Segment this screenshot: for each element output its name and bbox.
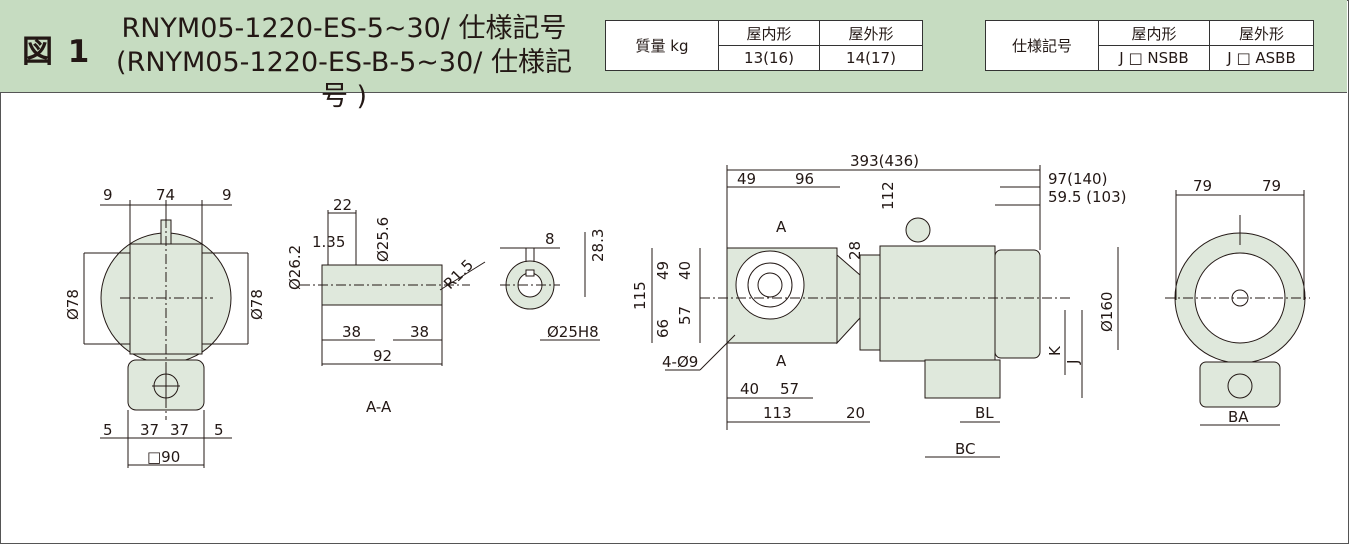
side-dim-20: 20 [846,404,865,422]
shaft-dim-38-right: 38 [410,323,429,341]
bore-dim-8: 8 [545,230,555,248]
mass-col-indoor: 屋内形 [718,20,820,46]
side-dim-97-140: 97(140) [1048,170,1107,188]
mass-val-outdoor: 14(17) [819,45,923,71]
side-dim-40: 40 [740,380,759,398]
spec-label: 仕様記号 [985,20,1099,71]
header-bar: 図 1 RNYM05-1220-ES-5~30/ 仕様記号 (RNYM05-12… [0,0,1347,112]
shaft-dim-22: 22 [333,196,352,214]
side-dim-bc: BC [955,440,976,458]
front-dim-5-right: 5 [214,421,224,439]
side-dim-393: 393(436) [850,152,919,170]
side-dim-115: 115 [631,281,649,310]
side-dim-j: J [1064,360,1082,365]
bore-dim-o25h8: Ø25H8 [547,323,599,341]
front-dim-9-left: 9 [103,186,113,204]
side-dim-112: 112 [879,181,897,210]
front-dim-o78-left: Ø78 [64,289,82,320]
title-line-2: (RNYM05-1220-ES-B-5~30/ 仕様記号 ) [116,47,572,112]
spec-code-table: 仕様記号 屋内形 屋外形 J □ NSBB J □ ASBB [985,20,1314,71]
figure-label: 図 1 [22,34,92,70]
rear-view [1165,190,1310,426]
side-dim-49: 49 [737,170,756,188]
shaft-dim-r1-5: R1.5 [440,256,477,293]
side-dim-59-5-103: 59.5 (103) [1048,188,1127,206]
shaft-dim-o25-6: Ø25.6 [374,217,392,262]
shaft-dim-38-left: 38 [342,323,361,341]
side-dim-57-vertical: 57 [676,306,694,325]
shaft-section [300,210,486,366]
front-dim-37-left: 37 [140,421,159,439]
side-dim-k: K [1046,345,1064,356]
rear-dim-79-right: 79 [1262,177,1281,195]
shaft-dim-o26-2: Ø26.2 [286,245,304,290]
mass-col-outdoor: 屋外形 [819,20,923,46]
title-line-1: RNYM05-1220-ES-5~30/ 仕様記号 [121,13,567,44]
spec-val-indoor: J □ NSBB [1098,45,1210,71]
spec-col-outdoor: 屋外形 [1209,20,1314,46]
spec-col-indoor: 屋内形 [1098,20,1210,46]
bore-dim-28-3: 28.3 [589,229,607,262]
front-dim-5-left: 5 [103,421,113,439]
model-title: RNYM05-1220-ES-5~30/ 仕様記号 (RNYM05-1220-E… [104,12,584,114]
side-dim-4-o9: 4-Ø9 [662,353,698,371]
side-dim-28: 28 [846,241,864,260]
side-view [651,165,1119,458]
side-dim-66: 66 [654,319,672,338]
front-dim-74: 74 [156,186,175,204]
front-view [83,200,249,468]
dimension-drawing: 9 74 9 Ø78 Ø78 5 37 37 5 □90 22 1.35 Ø25… [64,152,1310,468]
side-dim-bl: BL [975,404,994,422]
side-dim-113: 113 [763,404,792,422]
side-dim-96: 96 [795,170,814,188]
front-dim-o78-right: Ø78 [248,289,266,320]
side-dim-57: 57 [780,380,799,398]
front-dim-sq90: □90 [147,448,180,466]
side-dim-40-vertical: 40 [676,261,694,280]
front-dim-37-right: 37 [170,421,189,439]
shaft-dim-92: 92 [373,347,392,365]
spec-val-outdoor: J □ ASBB [1209,45,1314,71]
rear-dim-79-left: 79 [1193,177,1212,195]
side-dim-o160: Ø160 [1098,292,1116,332]
mass-label: 質量 kg [605,20,719,71]
front-dim-9-right: 9 [222,186,232,204]
mass-val-indoor: 13(16) [718,45,820,71]
bore-view [500,232,600,341]
section-label-a-a: A-A [366,398,392,416]
section-mark-a-top: A [776,218,787,236]
shaft-dim-1-35: 1.35 [312,233,345,251]
section-mark-a-bottom: A [776,352,787,370]
mass-table: 質量 kg 屋内形 屋外形 13(16) 14(17) [605,20,923,71]
side-dim-49-vertical: 49 [654,261,672,280]
rear-dim-ba: BA [1228,408,1249,426]
